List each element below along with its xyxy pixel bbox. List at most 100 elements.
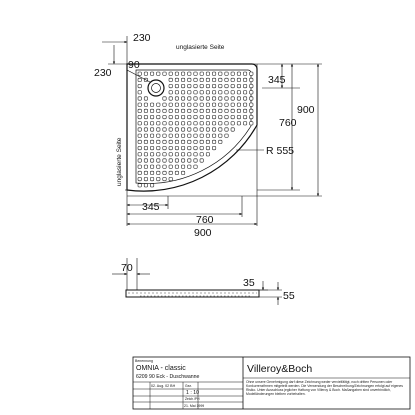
texture-square — [193, 139, 198, 144]
revision-date: 02. Aug. 02 BH — [151, 384, 176, 388]
texture-square — [156, 127, 161, 132]
texture-square — [243, 90, 248, 95]
texture-square — [224, 96, 229, 101]
texture-square — [162, 133, 167, 138]
texture-square — [156, 177, 161, 182]
texture-square — [224, 102, 229, 107]
texture-square — [199, 77, 204, 82]
texture-square — [187, 108, 192, 113]
texture-square — [193, 77, 198, 82]
texture-square — [137, 108, 142, 113]
texture-square — [162, 127, 167, 132]
texture-square — [224, 115, 229, 120]
texture-square — [187, 115, 192, 120]
texture-square — [143, 164, 148, 169]
texture-square — [150, 115, 155, 120]
texture-square — [156, 121, 161, 126]
texture-square — [168, 152, 173, 157]
texture-square — [218, 115, 223, 120]
texture-square — [205, 139, 210, 144]
drawing-date: 21. Mai 1999 — [184, 404, 204, 408]
texture-square — [187, 84, 192, 89]
scale: 1 : 10 — [186, 390, 199, 396]
texture-square — [174, 71, 179, 76]
texture-square — [156, 133, 161, 138]
texture-square — [218, 84, 223, 89]
texture-square — [212, 133, 217, 138]
texture-square — [181, 158, 186, 163]
texture-square — [236, 84, 241, 89]
texture-square — [187, 77, 192, 82]
texture-square — [143, 183, 148, 188]
texture-square — [150, 158, 155, 163]
brand-logo: Villeroy&Boch — [247, 363, 312, 375]
texture-square — [174, 127, 179, 132]
texture-square — [168, 96, 173, 101]
texture-square — [162, 71, 167, 76]
texture-square — [168, 170, 173, 175]
texture-square — [205, 133, 210, 138]
texture-square — [236, 96, 241, 101]
texture-square — [230, 71, 235, 76]
texture-square — [168, 71, 173, 76]
texture-square — [249, 90, 254, 95]
texture-square — [143, 96, 148, 101]
texture-square — [205, 146, 210, 151]
dim-rim: 35 — [243, 277, 255, 289]
texture-square — [218, 102, 223, 107]
texture-square — [212, 115, 217, 120]
texture-square — [249, 84, 254, 89]
texture-square — [150, 164, 155, 169]
texture-square — [137, 152, 142, 157]
texture-square — [168, 121, 173, 126]
texture-square — [150, 71, 155, 76]
texture-square — [205, 96, 210, 101]
texture-square — [224, 71, 229, 76]
texture-square — [174, 121, 179, 126]
texture-square — [150, 177, 155, 182]
texture-square — [181, 127, 186, 132]
texture-square — [187, 96, 192, 101]
texture-square — [150, 146, 155, 151]
texture-square — [143, 121, 148, 126]
texture-square — [168, 127, 173, 132]
texture-square — [181, 146, 186, 151]
texture-square — [162, 170, 167, 175]
texture-square — [193, 164, 198, 169]
texture-square — [174, 108, 179, 113]
texture-square — [150, 152, 155, 157]
texture-square — [199, 84, 204, 89]
title-field-label: Benennung — [135, 359, 153, 363]
texture-square — [199, 133, 204, 138]
texture-square — [230, 121, 235, 126]
texture-square — [199, 102, 204, 107]
texture-square — [205, 121, 210, 126]
texture-square — [143, 133, 148, 138]
side-view: 70 35 55 — [112, 258, 295, 305]
texture-square — [143, 127, 148, 132]
texture-square — [193, 133, 198, 138]
texture-square — [156, 164, 161, 169]
texture-square — [174, 146, 179, 151]
texture-square — [174, 84, 179, 89]
texture-square — [205, 152, 210, 157]
texture-square — [181, 84, 186, 89]
texture-square — [224, 127, 229, 132]
texture-square — [181, 115, 186, 120]
texture-square — [137, 115, 142, 120]
texture-square — [174, 164, 179, 169]
texture-square — [156, 146, 161, 151]
texture-square — [243, 96, 248, 101]
texture-square — [187, 139, 192, 144]
texture-square — [168, 133, 173, 138]
texture-square — [137, 133, 142, 138]
texture-square — [193, 102, 198, 107]
basin-outline — [135, 69, 252, 184]
texture-square — [212, 77, 217, 82]
texture-square — [187, 158, 192, 163]
texture-square — [150, 102, 155, 107]
texture-square — [193, 115, 198, 120]
texture-square — [174, 152, 179, 157]
product-item: 6209 90 Eck - Duschwanne — [136, 374, 200, 380]
texture-square — [199, 90, 204, 95]
